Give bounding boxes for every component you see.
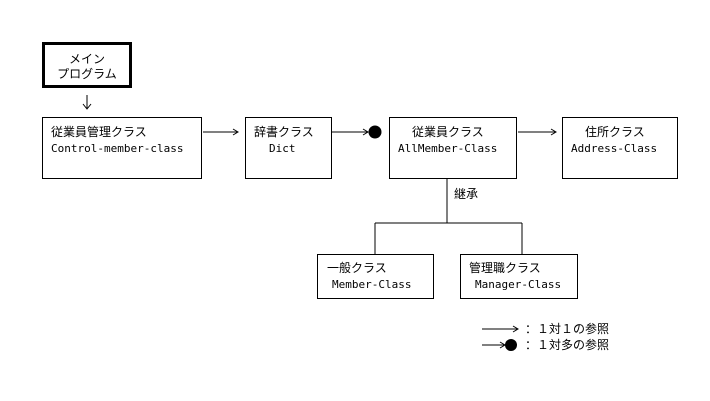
member-class-box: 一般クラス Member-Class: [317, 254, 434, 299]
employee-class-jp: 従業員クラス: [412, 125, 484, 139]
address-class-jp: 住所クラス: [585, 125, 645, 139]
inheritance-label: 継承: [454, 187, 479, 201]
legend-one-to-one-symbol: [482, 325, 519, 333]
main-program-line1: メイン: [68, 52, 105, 66]
employee-class-box: 従業員クラス AllMember-Class: [389, 117, 517, 179]
dict-class-en: Dict: [269, 142, 296, 155]
dict-class-jp: 辞書クラス: [254, 125, 314, 139]
manager-class-box: 管理職クラス Manager-Class: [460, 254, 578, 299]
dict-class-box: 辞書クラス Dict: [245, 117, 332, 179]
control-member-class-en: Control-member-class: [51, 142, 184, 155]
main-to-control-arrow: [82, 95, 92, 110]
control-member-class-box: 従業員管理クラス Control-member-class: [42, 117, 202, 179]
manager-class-en: Manager-Class: [475, 278, 562, 291]
employee-to-address-arrow: [518, 128, 557, 136]
main-program-box: メイン プログラム: [42, 42, 132, 88]
main-program-line2: プログラム: [57, 67, 117, 81]
member-class-jp: 一般クラス: [327, 261, 387, 275]
employee-class-en: AllMember-Class: [398, 142, 498, 155]
legend-one-to-many-label: ：１対多の参照: [525, 338, 610, 352]
control-to-dict-arrow: [203, 128, 239, 136]
legend-one-to-many-symbol: [482, 339, 517, 351]
legend-one-to-one-label: ：１対１の参照: [525, 322, 610, 336]
manager-class-jp: 管理職クラス: [469, 261, 541, 275]
member-class-en: Member-Class: [332, 278, 412, 291]
control-member-class-jp: 従業員管理クラス: [51, 125, 147, 139]
address-class-en: Address-Class: [571, 142, 658, 155]
dict-to-employee-one-to-many: [332, 125, 382, 139]
address-class-box: 住所クラス Address-Class: [562, 117, 678, 179]
inheritance-lines: [374, 178, 523, 254]
